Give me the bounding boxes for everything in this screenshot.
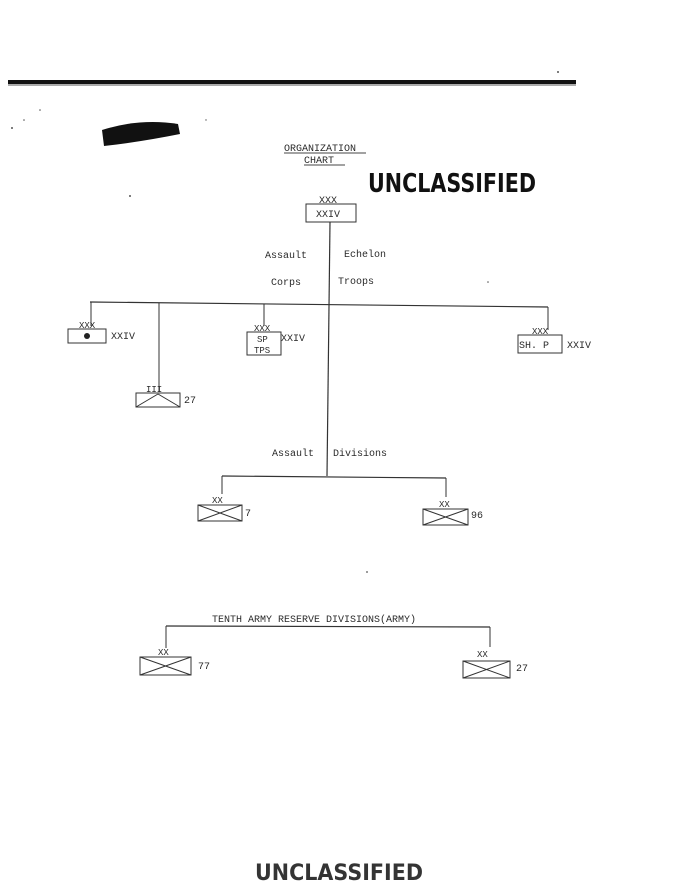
main-trunk-line	[326, 221, 331, 477]
troop4-suffix: XXIV	[567, 341, 591, 352]
reserve-title: TENTH ARMY RESERVE DIVISIONS(ARMY)	[212, 614, 416, 626]
troop1-box	[67, 328, 107, 344]
troop2-echelon: III	[146, 385, 162, 395]
troop1-dot-symbol	[84, 333, 90, 339]
assault-divisions-right: Divisions	[333, 448, 387, 460]
div27-echelon: XX	[477, 650, 488, 660]
assault-echelon-right1: Echelon	[344, 249, 386, 261]
div77-echelon: XX	[158, 648, 169, 658]
scan-noise	[11, 71, 559, 573]
div96-number: 96	[471, 511, 483, 522]
reserve-line	[165, 625, 491, 628]
troop3-box	[246, 331, 282, 356]
div7-number: 7	[245, 509, 251, 520]
div77-box	[139, 656, 192, 676]
chart-title-line1: ORGANIZATION	[284, 144, 356, 155]
assault-divisions-line	[221, 475, 447, 479]
corps-box	[305, 203, 357, 223]
troop3-echelon: XXX	[254, 324, 271, 334]
troop3-unit-line1: SP	[257, 335, 268, 345]
div7-box	[197, 504, 243, 522]
div27-number: 27	[516, 664, 528, 675]
corps-troops-line	[89, 301, 549, 308]
assault-echelon-left2: Corps	[271, 278, 301, 289]
troop2-suffix: 27	[184, 396, 196, 407]
div27-box	[462, 660, 511, 679]
assault-echelon-left1: Assault	[265, 250, 307, 262]
troop4-echelon: XXX	[532, 327, 549, 337]
corps-label: XXIV	[316, 210, 340, 221]
page-top-rule	[8, 80, 576, 84]
assault-echelon-right2: Troops	[338, 277, 374, 288]
div96-box	[422, 508, 469, 526]
div96-echelon: XX	[439, 500, 450, 510]
troop4-unit: SH. P	[519, 341, 549, 352]
troop4-box	[517, 334, 563, 354]
troop1-echelon: XXX	[79, 321, 96, 331]
div7-echelon: XX	[212, 496, 223, 506]
unclassified-stamp-top: UNCLASSIFIED	[368, 169, 536, 199]
troop3-suffix: XXIV	[281, 334, 305, 345]
troop2-box	[135, 392, 181, 408]
corps-echelon: XXX	[319, 196, 337, 207]
div77-number: 77	[198, 662, 210, 673]
chart-title-line2: CHART	[304, 156, 334, 167]
troop3-unit-line2: TPS	[254, 346, 270, 356]
unclassified-stamp-bottom: UNCLASSIFIED	[255, 861, 423, 882]
redaction-mark	[102, 122, 180, 146]
troop1-suffix: XXIV	[111, 332, 135, 343]
assault-divisions-left: Assault	[272, 448, 314, 460]
